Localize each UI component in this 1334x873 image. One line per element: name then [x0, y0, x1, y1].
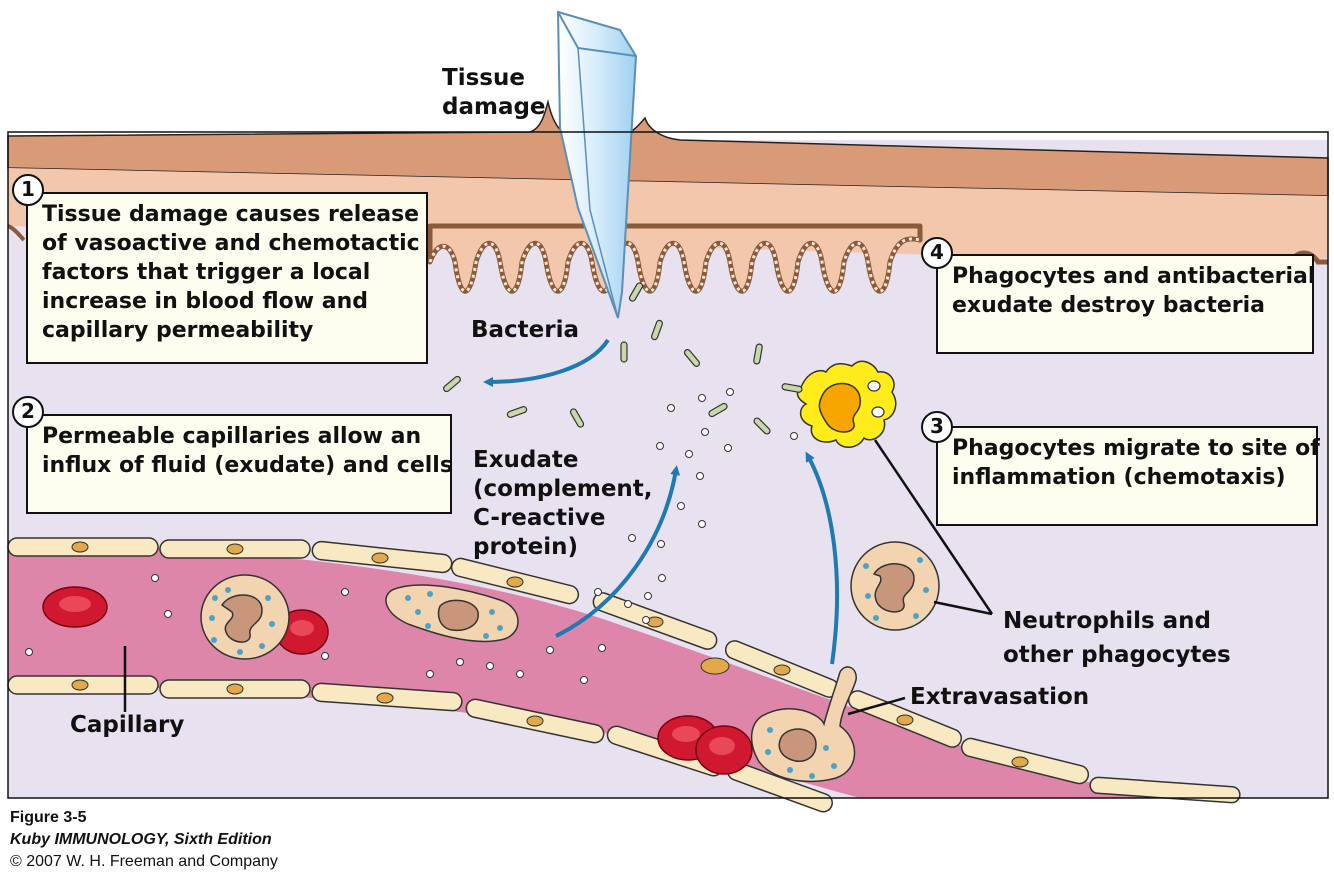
phagocyte-extravasating	[750, 666, 857, 783]
tissue-damage-line-2: damage	[442, 94, 546, 120]
phagocytes	[200, 541, 940, 783]
step-2-line-1: Permeable capillaries allow an	[42, 424, 422, 449]
step-3-box: Phagocytes migrate to site of inflammati…	[936, 426, 1320, 526]
step-1-number: 1	[12, 174, 44, 206]
step-3-line-1: Phagocytes migrate to site of	[952, 436, 1320, 461]
step-1-line-1: Tissue damage causes release	[42, 202, 420, 227]
bacteria-cluster	[443, 282, 803, 435]
step-4-number: 4	[921, 237, 953, 269]
step-1-line-5: capillary permeability	[42, 318, 314, 343]
step-1-line-2: of vasoactive and chemotactic	[42, 231, 420, 256]
step-1-box: Tissue damage causes release of vasoacti…	[26, 192, 428, 364]
exudate-line-1: Exudate	[473, 447, 579, 473]
phagocyte-vessel-2	[385, 584, 519, 643]
step-4-line-1: Phagocytes and antibacterial	[952, 264, 1316, 289]
step-2-number: 2	[12, 396, 44, 428]
capillary	[8, 540, 1250, 798]
pointer-lines	[123, 439, 994, 716]
step-4-box: Phagocytes and antibacterial exudate des…	[936, 254, 1316, 354]
epidermal-folds	[427, 223, 923, 294]
exudate-line-2: (complement,	[473, 476, 653, 502]
figure-number: Figure 3-5	[10, 809, 87, 826]
step-1-line-3: factors that trigger a local	[42, 260, 371, 285]
exudate-line-4: protein)	[473, 534, 578, 560]
neutrophils-line-1: Neutrophils and	[1003, 608, 1212, 634]
activated-phagocyte	[796, 360, 897, 448]
step-3-number: 3	[921, 411, 953, 443]
phagocyte-tissue	[850, 541, 940, 631]
copyright: © 2007 W. H. Freeman and Company	[10, 853, 278, 870]
step-4-line-2: exudate destroy bacteria	[952, 293, 1266, 318]
capillary-label: Capillary	[70, 712, 185, 738]
step-2-line-2: influx of fluid (exudate) and cells	[42, 453, 453, 478]
needle	[556, 10, 638, 319]
bacteria-arrow	[483, 338, 610, 387]
book-title: Kuby IMMUNOLOGY, Sixth Edition	[10, 831, 272, 848]
epidermal-fold-left	[7, 224, 26, 242]
exudate-particles	[25, 388, 798, 684]
neutrophils-label: Neutrophils and other phagocytes	[1003, 604, 1231, 672]
extravasation-label: Extravasation	[910, 684, 1090, 710]
exudate-line-3: C-reactive	[473, 505, 606, 531]
exudate-arrow	[555, 465, 681, 638]
red-blood-cells	[42, 586, 753, 775]
flow-arrows	[483, 338, 840, 665]
granules	[209, 557, 929, 779]
diagram-frame	[7, 131, 1329, 799]
step-1-line-4: increase in blood flow and	[42, 289, 368, 314]
migration-arrow	[805, 451, 840, 665]
step-3-line-2: inflammation (chemotaxis)	[952, 465, 1286, 490]
bacteria-label: Bacteria	[471, 317, 580, 343]
exudate-label: Exudate (complement, C-reactive protein)	[473, 446, 653, 562]
tissue-damage-line-1: Tissue	[442, 65, 525, 91]
endothelial-nuclei	[71, 541, 1029, 768]
tissue-damage-label: Tissue damage	[442, 64, 546, 122]
neutrophils-line-2: other phagocytes	[1003, 642, 1231, 668]
step-2-box: Permeable capillaries allow an influx of…	[26, 414, 453, 514]
